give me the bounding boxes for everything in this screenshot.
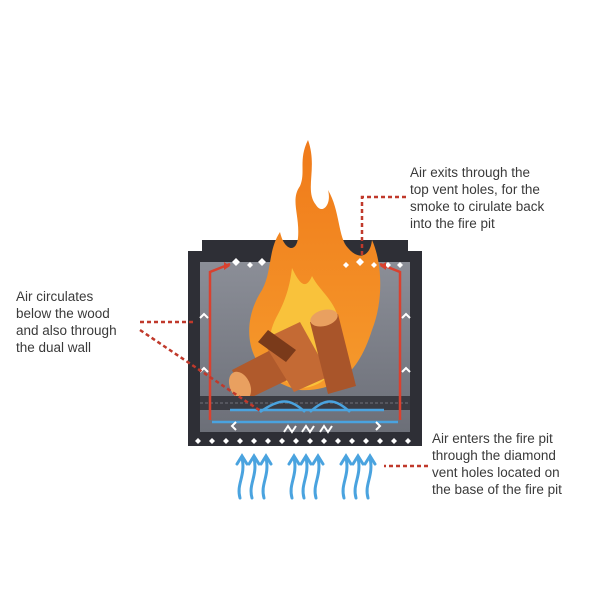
center-zigzag-marks: [283, 424, 333, 434]
annotation-line: and also through: [16, 323, 117, 338]
annotation-line: into the fire pit: [410, 216, 495, 231]
annotation-line: Air enters the fire pit: [432, 431, 553, 446]
air-intake-arrow-icon: [235, 453, 377, 500]
fire-grate: [200, 396, 410, 410]
annotation-line: Air exits through the: [410, 165, 531, 180]
annotation-top-vent: Air exits through the top vent holes, fo…: [410, 164, 590, 232]
annotation-line: below the wood: [16, 306, 110, 321]
annotation-line: vent holes located on: [432, 465, 560, 480]
annotation-line: the dual wall: [16, 340, 92, 355]
leader-line-top: [360, 195, 406, 256]
wall-chevrons: [199, 312, 411, 431]
annotation-line: Air circulates: [16, 289, 94, 304]
annotation-line: top vent holes, for the: [410, 182, 540, 197]
annotation-line: smoke to cirulate back: [410, 199, 545, 214]
dual-wall-airflow: [208, 262, 402, 424]
annotation-dual-wall: Air circulates below the wood and also t…: [16, 288, 146, 356]
annotation-line: through the diamond: [432, 448, 556, 463]
base-vent-diamonds: [195, 438, 411, 444]
diamond-vent-icon: [232, 258, 403, 268]
annotation-base-vents: Air enters the fire pit through the diam…: [432, 430, 598, 498]
annotation-line: the base of the fire pit: [432, 482, 562, 497]
leader-line-left: [139, 320, 263, 414]
red-flow-markers: [224, 262, 386, 270]
